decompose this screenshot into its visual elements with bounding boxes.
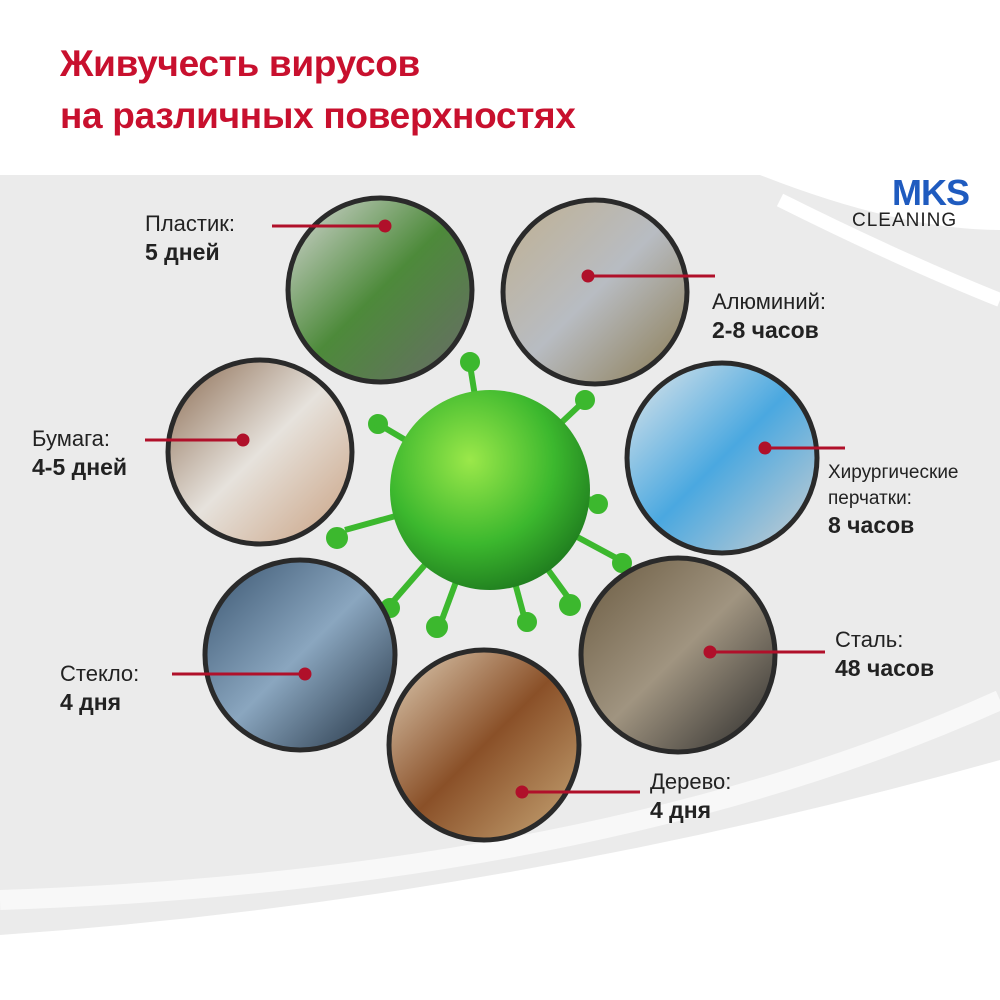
wood-photo <box>386 647 582 843</box>
surface-name: Хирургические перчатки: <box>828 462 959 509</box>
surface-name: Бумага: <box>32 426 110 451</box>
steel-photo <box>578 555 778 755</box>
surface-duration: 4 дня <box>650 797 712 823</box>
surface-duration: 4-5 дней <box>32 454 128 480</box>
label-gloves: Хирургические перчатки: 8 часов <box>828 460 978 538</box>
surface-duration: 8 часов <box>828 512 915 538</box>
label-plastic: Пластик: 5 дней <box>145 210 235 266</box>
paper-photo <box>165 357 355 547</box>
surface-duration: 5 дней <box>145 239 220 265</box>
gloves-photo <box>624 360 820 556</box>
logo-bottom: CLEANING <box>852 210 958 231</box>
plastic-photo <box>285 195 475 385</box>
label-aluminium: Алюминий: 2-8 часов <box>712 288 826 344</box>
surface-name: Сталь: <box>835 627 904 652</box>
surface-duration: 48 часов <box>835 655 935 681</box>
label-wood: Дерево: 4 дня <box>650 768 731 824</box>
surface-name: Алюминий: <box>712 289 827 314</box>
surface-name: Стекло: <box>60 661 140 686</box>
aluminium-photo <box>500 197 690 387</box>
label-paper: Бумага: 4-5 дней <box>32 425 127 481</box>
pointer-lines <box>145 219 845 799</box>
label-glass: Стекло: 4 дня <box>60 660 139 716</box>
logo: MKS CLEANING <box>850 172 990 234</box>
surface-name: Дерево: <box>650 769 732 794</box>
glass-photo <box>202 557 398 753</box>
logo-top: MKS <box>892 172 970 213</box>
surface-duration: 4 дня <box>60 689 122 715</box>
page-title: Живучесть вирусов на различных поверхнос… <box>60 38 576 142</box>
title-line-1: Живучесть вирусов <box>60 43 420 84</box>
surface-duration: 2-8 часов <box>712 317 819 343</box>
title-line-2: на различных поверхностях <box>60 95 576 136</box>
virus-illustration <box>326 352 632 638</box>
surface-name: Пластик: <box>145 211 235 236</box>
label-steel: Сталь: 48 часов <box>835 626 934 682</box>
